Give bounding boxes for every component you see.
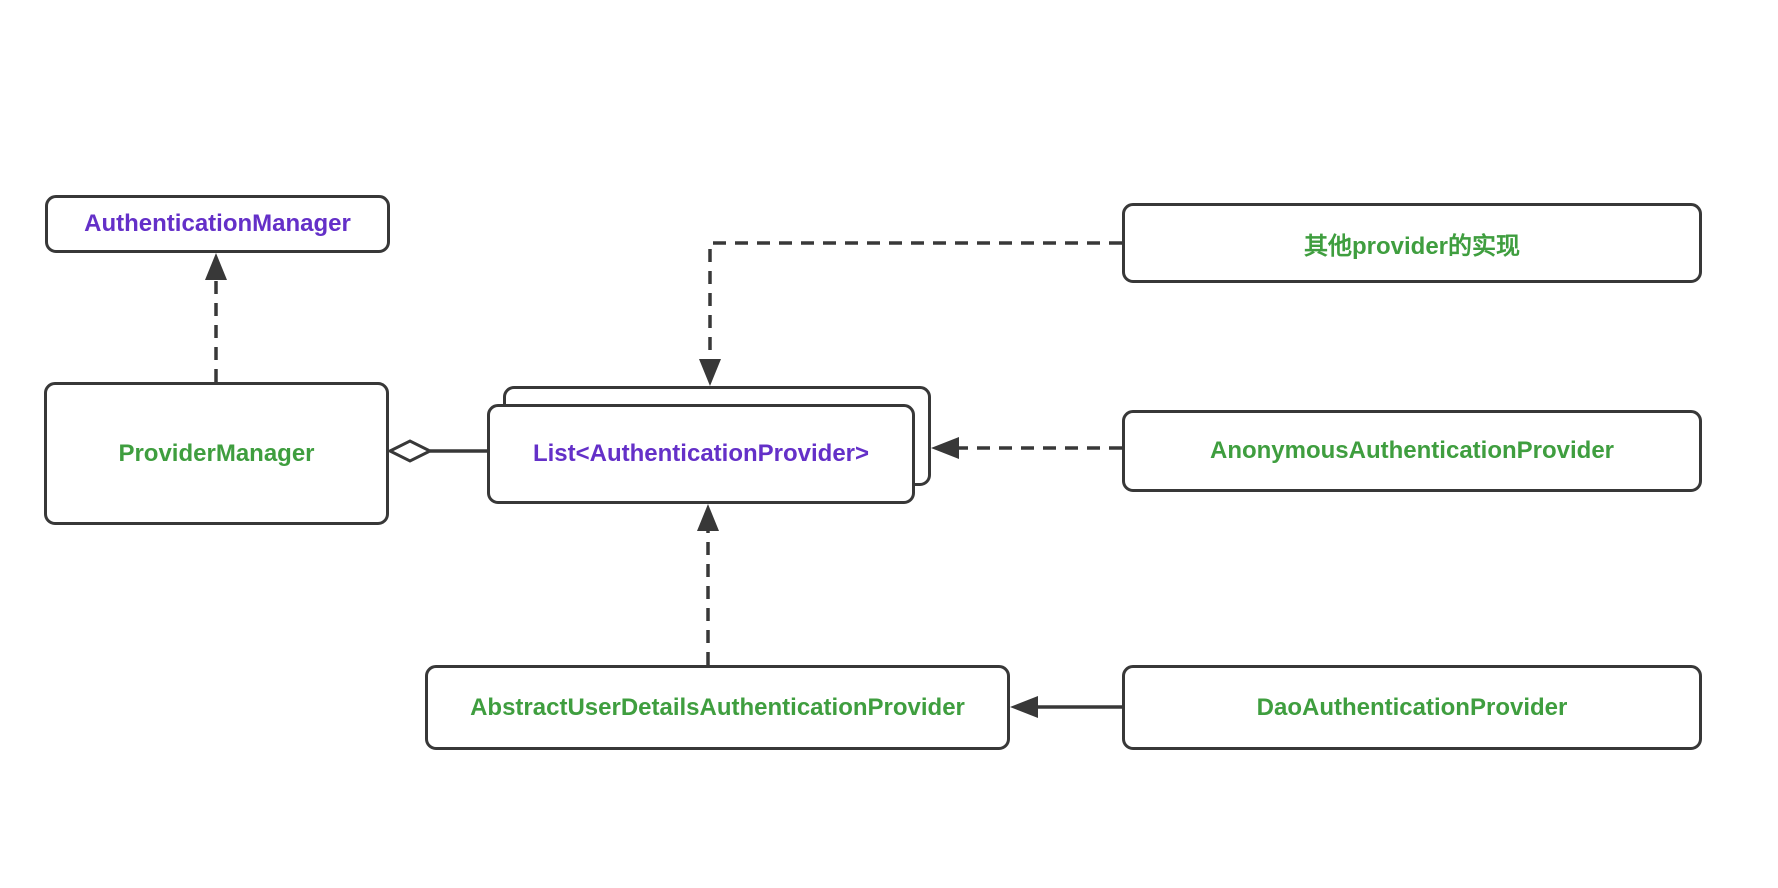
arrowhead-up	[205, 253, 227, 280]
edge-providermanager-to-authenticationmanager	[205, 253, 227, 382]
node-list-authentication-provider: List<AuthenticationProvider>	[487, 404, 915, 504]
node-provider-manager: ProviderManager	[44, 382, 389, 525]
arrowhead-down	[699, 359, 721, 386]
arrowhead-left	[931, 437, 959, 459]
node-label: 其他provider的实现	[1303, 232, 1521, 260]
edge-providermanager-aggregates-list	[386, 439, 487, 463]
node-authentication-manager: AuthenticationManager	[45, 195, 390, 253]
edge-otherprovider-to-list	[699, 241, 1122, 386]
node-label: ProviderManager	[118, 439, 315, 467]
edge-dao-to-abstract	[1010, 696, 1122, 718]
node-label: List<AuthenticationProvider>	[532, 440, 870, 467]
node-label: AnonymousAuthenticationProvider	[1209, 437, 1615, 464]
arrowhead-left	[1010, 696, 1038, 718]
node-abstract-user-details-authentication-provider: AbstractUserDetailsAuthenticationProvide…	[425, 665, 1010, 750]
node-label: DaoAuthenticationProvider	[1256, 693, 1568, 721]
edge-anonymous-to-list	[931, 437, 1122, 459]
aggregation-diamond	[386, 439, 434, 463]
node-label: AbstractUserDetailsAuthenticationProvide…	[470, 693, 965, 721]
node-label: AuthenticationManager	[84, 210, 351, 237]
node-dao-authentication-provider: DaoAuthenticationProvider	[1122, 665, 1702, 750]
edge-abstract-to-list	[697, 504, 719, 665]
node-other-provider-impl: 其他provider的实现	[1122, 203, 1702, 283]
dashed-elbow-line	[708, 241, 1122, 360]
node-anonymous-authentication-provider: AnonymousAuthenticationProvider	[1122, 410, 1702, 492]
arrowhead-up	[697, 504, 719, 531]
